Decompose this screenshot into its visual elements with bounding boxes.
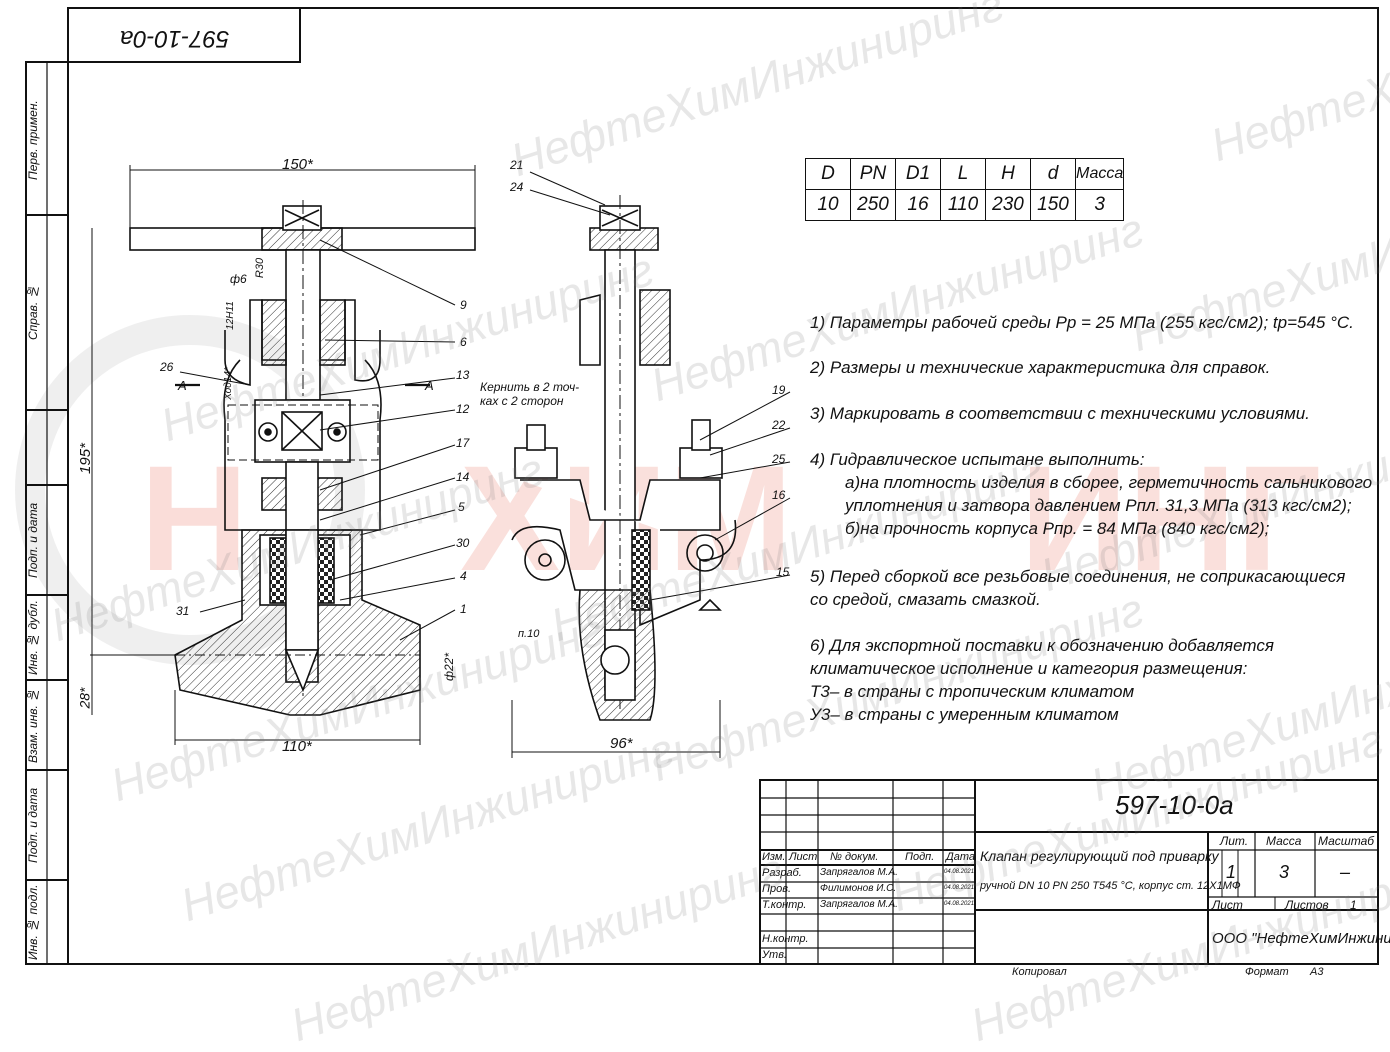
sheets-label: Листов — [1285, 898, 1329, 912]
row-name-tkontr: Запрягалов М.А. — [820, 899, 898, 910]
param-header: D1 — [895, 158, 941, 190]
col-header-doc: № докум. — [830, 851, 879, 863]
dim-phi6: ф6 — [230, 272, 247, 286]
note-6-cont: климатическое исполнение и категория раз… — [810, 659, 1248, 678]
param-header: H — [985, 158, 1031, 190]
row-role-razrab: Разраб. — [762, 867, 802, 879]
dim-p10: п.10 — [518, 628, 540, 640]
section-a-right: А — [425, 378, 434, 393]
pos-6: 6 — [460, 335, 467, 349]
pos-31: 31 — [176, 604, 190, 618]
row-date-prov: 04.08.2021 — [944, 885, 975, 891]
mass-label: Масса — [1266, 834, 1302, 848]
row-name-razrab: Запрягалов М.А. — [820, 867, 898, 878]
dim-96: 96* — [610, 735, 633, 752]
title-block-grid — [759, 779, 1379, 965]
param-header: PN — [850, 158, 896, 190]
param-value: 150 — [1030, 189, 1076, 221]
note-4a: а)на плотность изделия в сборее, гермети… — [845, 473, 1373, 492]
pos-25: 25 — [772, 452, 786, 466]
row-date-razrab: 04.08.2021 — [944, 869, 975, 875]
svg-text:Н: Н — [140, 434, 248, 602]
param-value: 230 — [985, 189, 1031, 221]
param-header: Масса — [1074, 158, 1125, 190]
note-6-t3: Т3– в страны с тропическим климатом — [810, 682, 1135, 701]
sheet-frame — [25, 7, 1379, 965]
svg-text:ИНГ: ИНГ — [1020, 434, 1321, 602]
note-6-u3: У3– в страны с умеренным климатом — [810, 705, 1119, 724]
note-4a-cont: уплотнения и затвора давлением Pпл. 31,3… — [845, 496, 1352, 515]
pos-14: 14 — [456, 470, 470, 484]
scale-label: Масштаб — [1318, 834, 1375, 848]
pos-22: 22 — [772, 418, 786, 432]
param-header: D — [805, 158, 851, 190]
pos-15: 15 — [776, 565, 790, 579]
pos-13: 13 — [456, 368, 470, 382]
pos-4: 4 — [460, 569, 467, 583]
note-3: 3) Маркировать в соответствии с техничес… — [810, 404, 1310, 423]
pos-21: 21 — [510, 158, 524, 172]
note-6: 6) Для экспортной поставки к обозначению… — [810, 636, 1274, 655]
sheet-label: Лист — [1212, 898, 1243, 912]
format-value: А3 — [1310, 966, 1324, 978]
dim-110: 110* — [282, 738, 312, 755]
pos-19: 19 — [772, 383, 786, 397]
col-header-date: Дата — [946, 851, 976, 863]
pos-16: 16 — [772, 488, 786, 502]
row-name-prov: Филимонов И.С. — [820, 883, 897, 894]
params-value-row: 10 250 16 110 230 150 3 — [805, 189, 1125, 221]
param-value: 250 — [850, 189, 896, 221]
row-role-tkontr: Т.контр. — [762, 899, 807, 911]
title-name-line1: Клапан регулирующий под приварку — [980, 848, 1219, 864]
title-designation: 597-10-0a — [1115, 790, 1234, 820]
format-label: Формат — [1245, 966, 1289, 978]
pos-9: 9 — [460, 298, 467, 312]
row-role-nkontr: Н.контр. — [762, 933, 809, 945]
note-2: 2) Размеры и технические характеристика … — [810, 358, 1271, 377]
col-header-izm: Изм. — [762, 851, 786, 863]
row-date-tkontr: 04.08.2021 — [944, 901, 975, 907]
pos-12: 12 — [456, 402, 470, 416]
note-1: 1) Параметры рабочей среды Pp = 25 МПа (… — [810, 313, 1354, 332]
title-name-line2: ручной DN 10 PN 250 T545 °C, корпус ст. … — [980, 880, 1241, 892]
sheets-value: 1 — [1350, 898, 1357, 912]
row-role-prov: Пров. — [762, 883, 792, 895]
note-4b: б)на прочность корпуса Pпр. = 84 МПа (84… — [845, 519, 1270, 538]
note-5-cont: со средой, смазать смазкой. — [810, 590, 1041, 609]
param-value: 3 — [1074, 189, 1125, 221]
param-value: 10 — [805, 189, 851, 221]
note-4: 4) Гидравлическое испытане выполнить: — [810, 450, 1145, 469]
dim-150: 150* — [282, 156, 313, 173]
lit-value: 1 — [1226, 862, 1237, 882]
col-header-podp: Подп. — [905, 851, 935, 863]
parameters-table: D PN D1 L H d Масса 10 250 16 110 230 15… — [805, 158, 1125, 221]
mass-value: 3 — [1279, 862, 1290, 882]
lit-label: Лит. — [1220, 834, 1249, 848]
drawing-sheet: Н ХИМ ИНГ 597-10-0a Перв. примен. Справ.… — [15, 0, 1390, 1051]
scale-value: – — [1340, 862, 1351, 882]
kernit-note: Кернить в 2 точ- — [480, 380, 580, 394]
row-role-utv: Утв. — [762, 949, 787, 961]
param-value: 110 — [940, 189, 986, 221]
pos-26: 26 — [160, 360, 174, 374]
company-name: ООО "НефтеХимИнжиниринг" — [1212, 930, 1390, 947]
pos-30: 30 — [456, 536, 470, 550]
note-5: 5) Перед сборкой все резьбовые соединени… — [810, 567, 1346, 586]
col-header-list: Лист — [789, 851, 818, 863]
pos-24: 24 — [510, 180, 524, 194]
pos-5: 5 — [458, 500, 465, 514]
copied-label: Копировал — [1012, 966, 1067, 978]
valve-section-drawing — [90, 165, 791, 758]
kernit-note2: ках с 2 сторон — [480, 394, 564, 408]
pos-1: 1 — [460, 602, 467, 616]
pos-17: 17 — [456, 436, 470, 450]
param-header: d — [1030, 158, 1076, 190]
section-a-left: А — [178, 378, 187, 393]
